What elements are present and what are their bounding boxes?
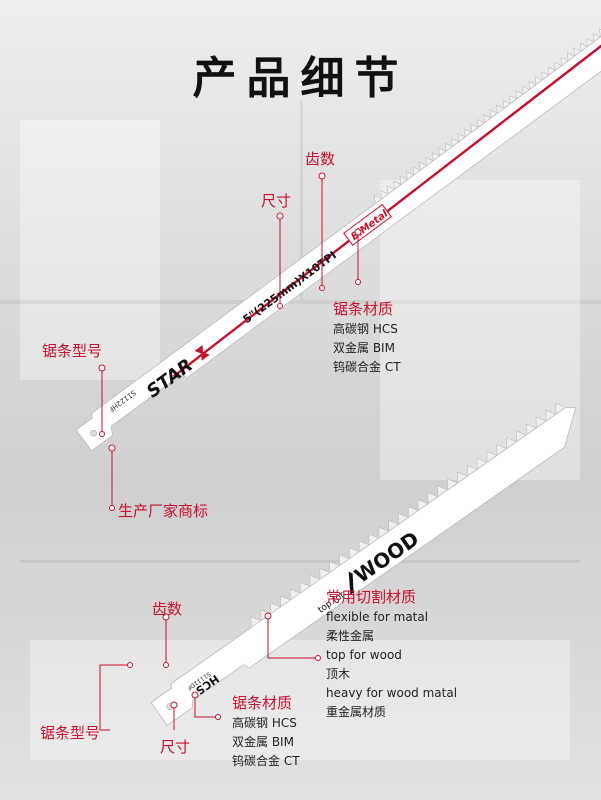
usage-item: heavy for wood matal <box>326 686 458 700</box>
blade-2-callouts <box>99 612 321 731</box>
blade-2-material-list: 高碳钢 HCS 双金属 BIM 钨碳合金 CT <box>232 714 300 771</box>
blade-1-material-list: 高碳钢 HCS 双金属 BIM 钨碳合金 CT <box>333 320 401 377</box>
blade-1-label-size: 尺寸 <box>261 192 292 210</box>
blade-2-label-size: 尺寸 <box>160 738 191 756</box>
blade-1-label-material: 锯条材质 <box>333 300 394 318</box>
material-item: 钨碳合金 CT <box>333 360 401 374</box>
page-title: 产品细节 <box>192 53 409 104</box>
blade-1-label-trademark: 生产厂家商标 <box>118 502 209 520</box>
material-item: 高碳钢 HCS <box>333 322 398 336</box>
usage-item: 顶木 <box>326 667 351 681</box>
material-item: 钨碳合金 CT <box>232 754 300 768</box>
blade-2-body <box>150 406 577 726</box>
blade-1-red-stripe <box>172 26 601 378</box>
usage-item: flexible for matal <box>326 610 429 624</box>
blade-1-brand-mark <box>194 345 210 361</box>
usage-item: 重金属材质 <box>326 705 387 719</box>
usage-item: top for wood <box>326 648 402 662</box>
blade-2-usage-list: flexible for matal 柔性金属 top for wood 顶木 … <box>326 608 457 722</box>
blade-1-label-teeth: 齿数 <box>305 150 336 168</box>
blade-2-label-teeth: 齿数 <box>152 600 183 618</box>
blade-2-label-material: 锯条材质 <box>232 694 293 712</box>
usage-item: 柔性金属 <box>326 629 375 643</box>
material-item: 高碳钢 HCS <box>232 716 297 730</box>
material-item: 双金属 BIM <box>333 341 395 355</box>
blade-2-label-usage: 常用切割材质 <box>326 588 417 606</box>
blade-2-label-model: 锯条型号 <box>40 724 101 742</box>
blade-1-label-model: 锯条型号 <box>42 342 103 360</box>
blade-1-callouts <box>98 172 362 511</box>
material-item: 双金属 BIM <box>232 735 294 749</box>
blade-1: S1122HF STAR 5"(225mm)X10TPI BiMetal <box>75 22 601 452</box>
